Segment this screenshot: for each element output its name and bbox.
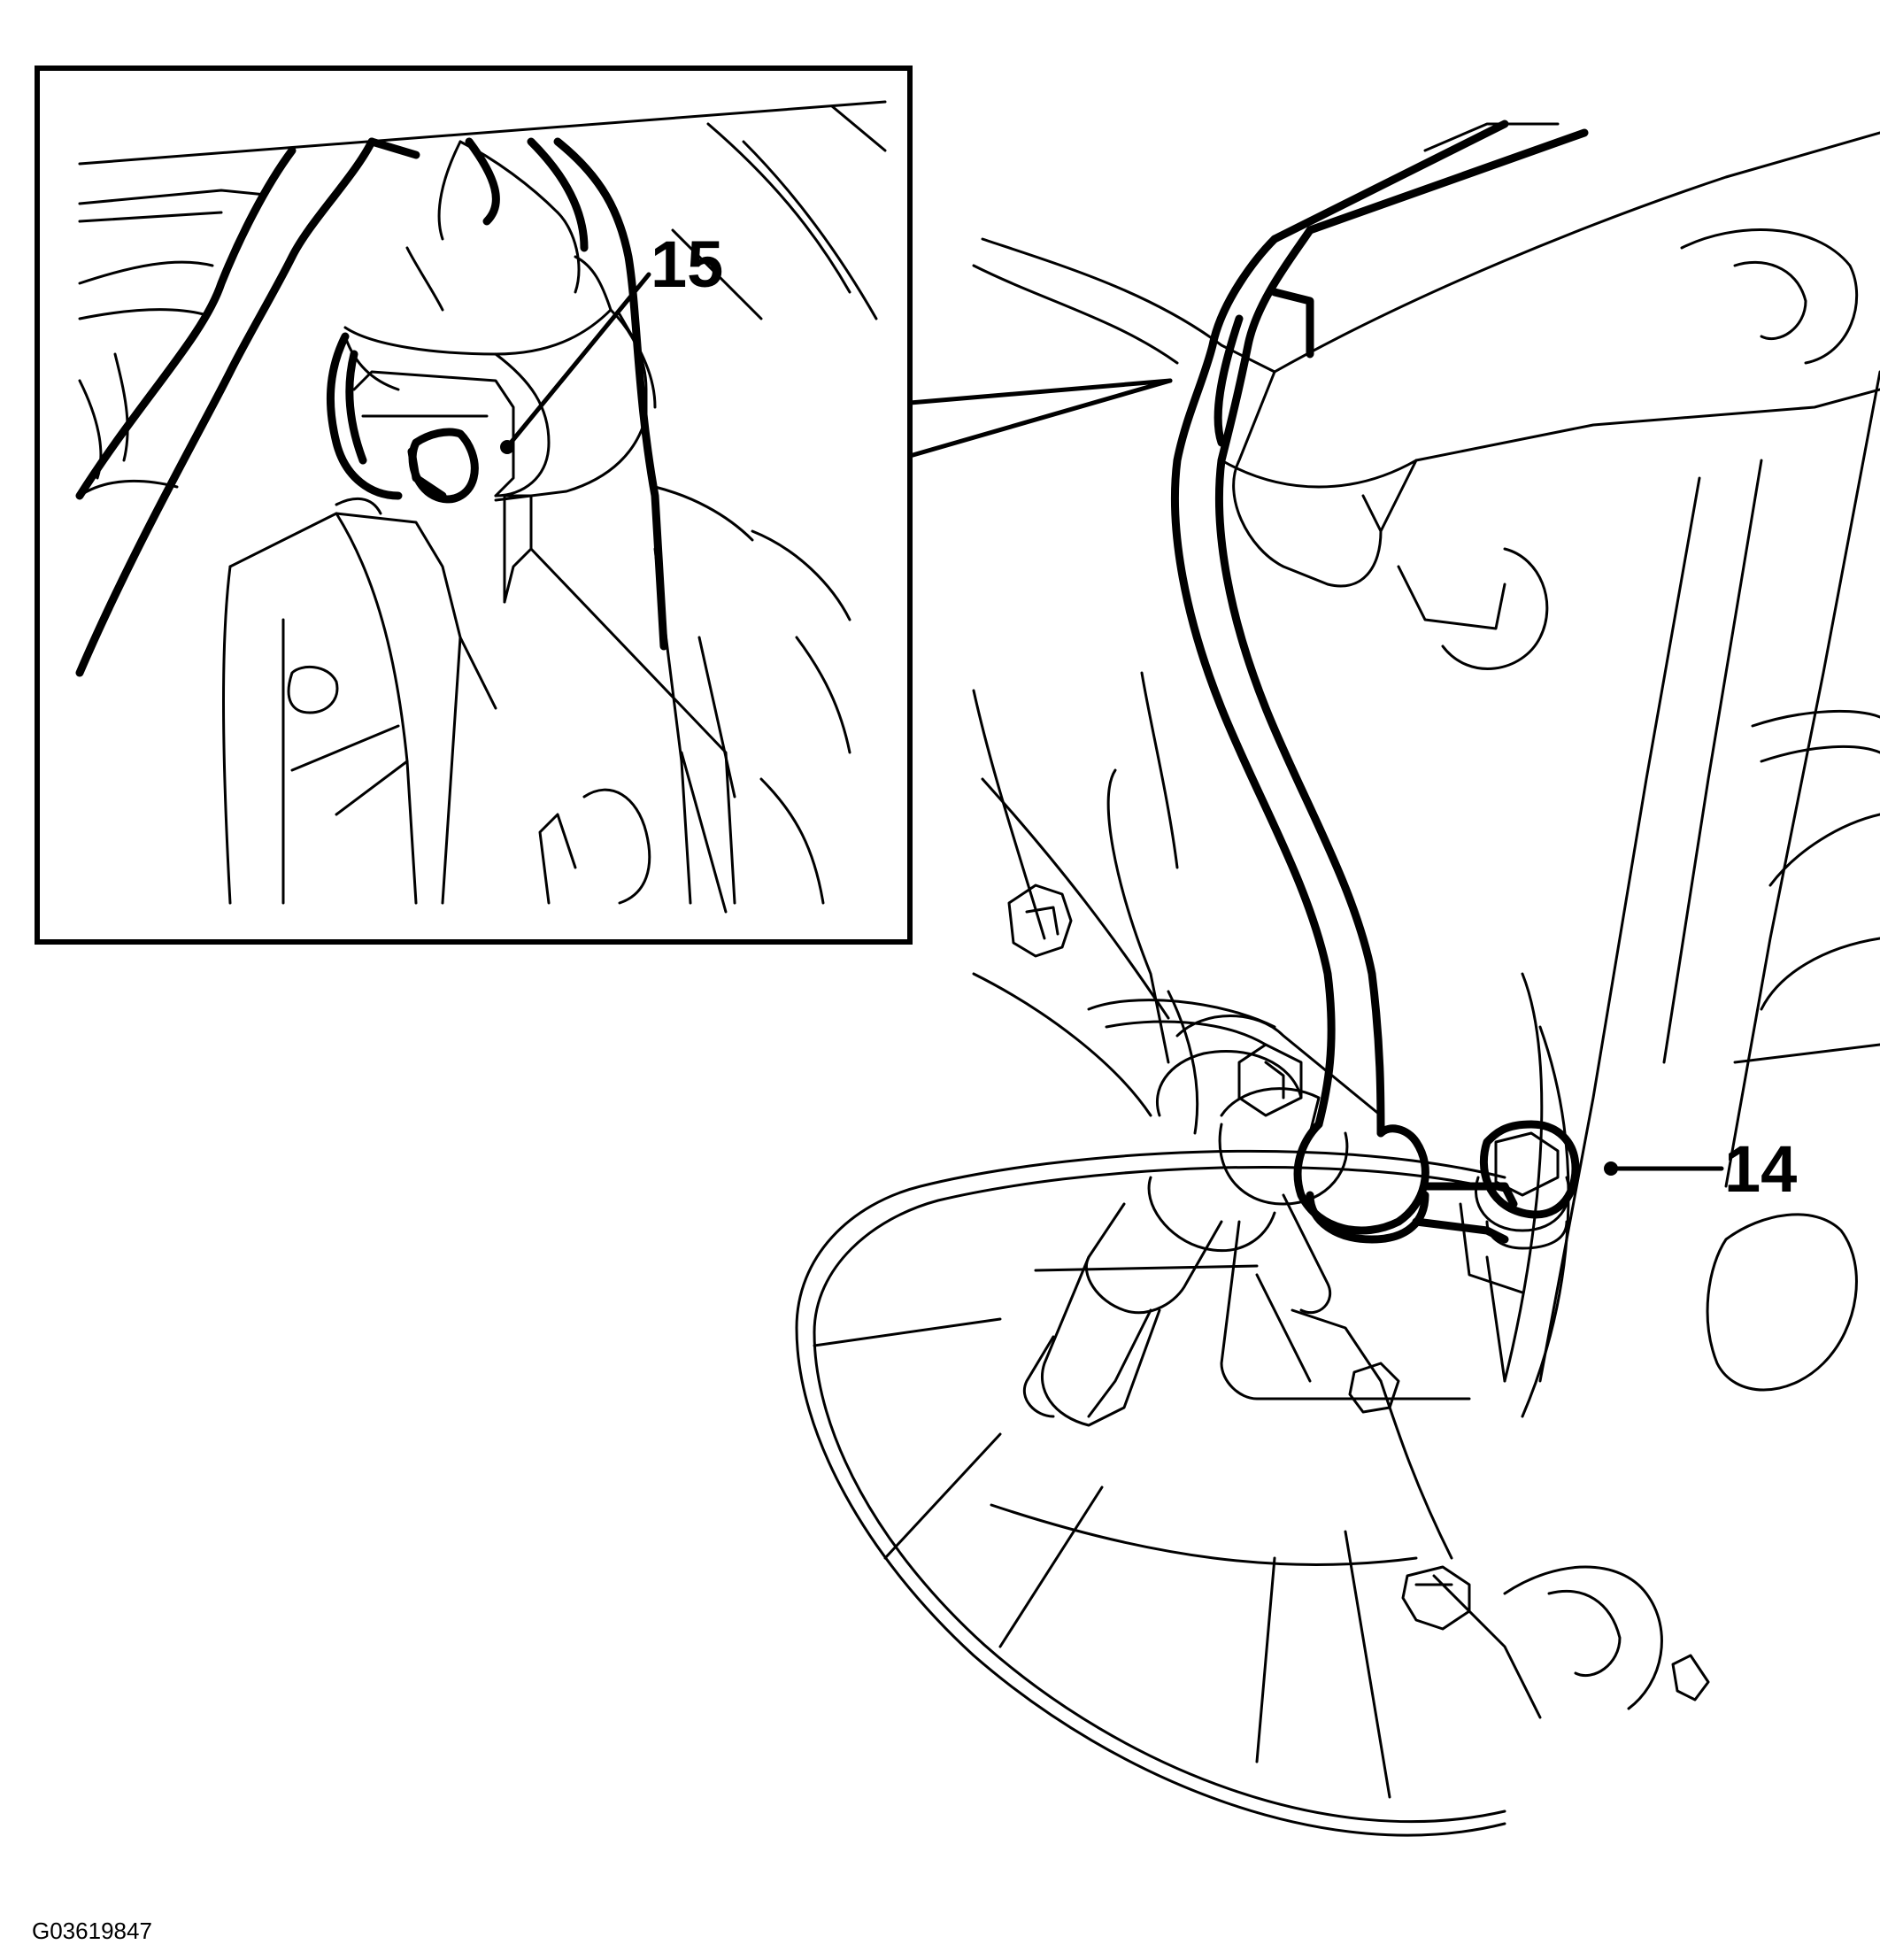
brake-shield <box>795 1149 1506 1837</box>
inset-heavy-lines <box>75 137 668 677</box>
bolt-upper-left <box>1007 884 1073 958</box>
stabilizer-link <box>1022 1015 1383 1427</box>
callout-15-leader <box>500 272 651 454</box>
main-view: 14 <box>795 120 1880 1837</box>
figure-id: G03619847 <box>32 1918 152 1944</box>
inset-pointer <box>907 378 1173 459</box>
knuckle <box>972 671 1663 1719</box>
lower-arm <box>1538 370 1880 1392</box>
detail-inset: 15 <box>35 66 913 945</box>
callout-14-leader <box>1604 1161 1724 1176</box>
stabilizer-bar <box>1170 120 1589 1244</box>
inset-frame <box>35 66 913 945</box>
callout-label-14: 14 <box>1724 1132 1797 1206</box>
bolt-lower <box>1348 1362 1710 1701</box>
callout-label-15: 15 <box>651 228 723 301</box>
